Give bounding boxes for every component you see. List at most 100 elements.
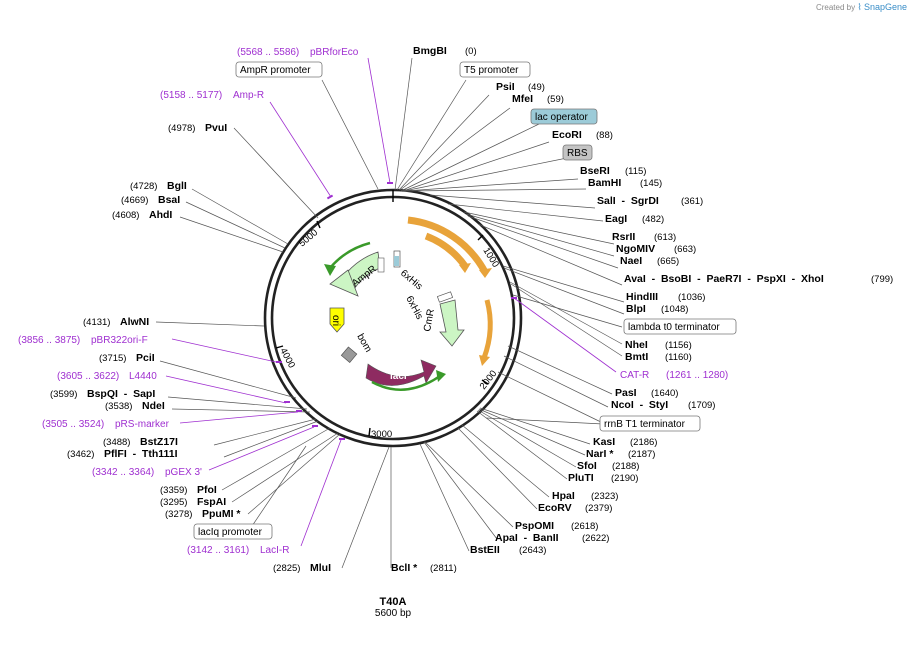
6xhis-tag-lower (436, 291, 454, 303)
site-name: NgoMIV (616, 243, 655, 255)
sites-left: (2825) MluI (3278) PpuMI * (3295) FspAI … (50, 122, 331, 574)
site-position: (3599) (50, 389, 77, 400)
site-position: (115) (625, 166, 646, 177)
feature-box-lac-operator (530, 108, 598, 125)
feature-label-bom: bom (354, 332, 373, 354)
site-name: MfeI (512, 93, 533, 105)
site-position: (3295) (160, 497, 187, 508)
site-name: PvuI (205, 122, 227, 134)
laci-outer-arc (371, 374, 441, 391)
feature-box-label: lambda t0 terminator (628, 322, 720, 333)
primer-range: (3142 .. 3161) (187, 545, 249, 556)
site-position: (3278) (165, 509, 192, 520)
primer-name: L4440 (129, 371, 157, 382)
feature-box-label: rrnB T1 terminator (604, 419, 686, 430)
feature-box-label: T5 promoter (464, 65, 519, 76)
feature-box-lambda-t0-terminator (623, 318, 737, 335)
site-name: PluTI (568, 472, 594, 484)
site-position: (3715) (99, 353, 126, 364)
primer-markers (276, 182, 517, 440)
primer-labels: (5568 .. 5586) pBRforEco (5158 .. 5177) … (18, 47, 728, 556)
site-position: (4131) (83, 317, 110, 328)
site-position: (4669) (121, 195, 148, 206)
feature-box-t5-promoter (459, 61, 531, 78)
site-position: (4978) (168, 123, 195, 134)
site-name: BclI * (391, 562, 418, 574)
feature-label-6xhis-upper: 6xHis (398, 268, 424, 293)
feature-label-laci: lacI (390, 371, 407, 382)
site-position: (2187) (628, 449, 655, 460)
site-name: BglI (167, 180, 187, 192)
site-name: FspAI (197, 496, 226, 508)
site-name: AlwNI (120, 316, 149, 328)
primer-range: (5158 .. 5177) (160, 90, 222, 101)
site-name: BstEII (470, 544, 500, 556)
feature-box-label: lac operator (535, 112, 588, 123)
site-position: (3462) (67, 449, 94, 460)
feature-box-label: lacIq promoter (198, 527, 263, 538)
tick-marks (275, 190, 489, 437)
feature-box-label: AmpR promoter (240, 65, 311, 76)
site-name: NheI (625, 339, 648, 351)
feature-box-rrnb-t1-terminator (599, 415, 701, 432)
site-position: (663) (674, 244, 696, 255)
orange-feature-arc-right (481, 299, 493, 359)
site-name: NcoI - StyI (611, 399, 668, 411)
plasmid-length: 5600 bp (374, 608, 412, 619)
site-name: RsrII (612, 231, 635, 243)
tick-label-4000: 4000 (277, 346, 297, 370)
site-leader-lines (155, 57, 625, 569)
site-position: (2323) (591, 491, 618, 502)
site-position: (482) (642, 214, 664, 225)
site-position: (2825) (273, 563, 300, 574)
site-name: BamHI (588, 177, 621, 189)
primer-range: (3856 .. 3875) (18, 335, 80, 346)
site-position: (2190) (611, 473, 638, 484)
sites-right: BmgBI (0) PsiI (49) MfeI (59) EcoRI (88)… (391, 45, 893, 574)
primer-name: pBR322ori-F (91, 335, 148, 346)
site-position: (1036) (678, 292, 705, 303)
ampr-outer-arrowhead (324, 264, 336, 276)
site-name: PpuMI * (202, 508, 241, 520)
site-name: HpaI (552, 490, 575, 502)
boxed-feature-labels: AmpR promoter T5 promoter lac operator R… (193, 61, 737, 540)
site-name: AvaI - BsoBI - PaeR7I - PspXI - XhoI (624, 273, 824, 285)
primer-range: (3605 .. 3622) (57, 371, 119, 382)
site-name: KasI (593, 436, 615, 448)
orange-feature-arrowhead-outer (479, 268, 492, 278)
site-name: ApaI - BanII (495, 532, 559, 544)
lac-operator-marker (394, 256, 399, 266)
site-name: SfoI (577, 460, 597, 472)
feature-label-cmr: CmR (422, 308, 437, 332)
site-position: (361) (681, 196, 703, 207)
site-name: BspQI - SapI (87, 388, 155, 400)
site-name: PfoI (197, 484, 217, 496)
plasmid-name: T40A (379, 596, 407, 608)
feature-box-ampr-promoter (235, 61, 323, 78)
site-position: (3359) (160, 485, 187, 496)
site-name: HindIII (626, 291, 658, 303)
site-name: EcoRV (538, 502, 572, 514)
feature-box-laciq-promoter (193, 523, 273, 540)
primer-name: LacI-R (260, 545, 289, 556)
site-name: EagI (605, 213, 627, 225)
feature-label-6xhis-lower: 6xHis (403, 294, 424, 321)
primer-range: (5568 .. 5586) (237, 47, 299, 58)
ampr-promoter-marker (377, 257, 385, 273)
site-position: (613) (654, 232, 676, 243)
site-position: (2643) (519, 545, 546, 556)
site-position: (1709) (688, 400, 715, 411)
primer-leader-lines (165, 57, 617, 547)
primer-name: pBRforEco (310, 47, 359, 58)
site-position: (1048) (661, 304, 688, 315)
bom-feature-box (340, 346, 358, 363)
site-position: (1160) (665, 352, 692, 363)
site-name: PspOMI (515, 520, 554, 532)
ori-feature-arrow (329, 307, 345, 333)
primer-name: pGEX 3' (165, 467, 202, 478)
site-name: AhdI (149, 209, 172, 221)
site-position: (4728) (130, 181, 157, 192)
snapgene-branding: Created by ⌇ SnapGene (816, 2, 907, 13)
site-name: BmgBI (413, 45, 447, 57)
primer-name: CAT-R (620, 370, 649, 381)
